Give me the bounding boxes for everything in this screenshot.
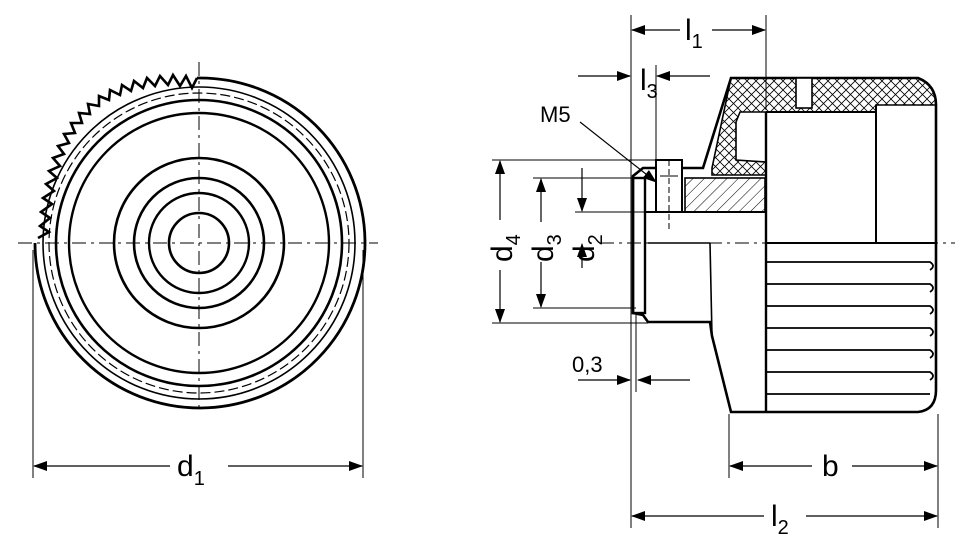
d4-label: d4	[486, 234, 525, 262]
lower-hub-vertical	[709, 242, 713, 337]
knurl-teeth	[37, 72, 199, 240]
d2-label: d2	[568, 234, 607, 262]
knob-body-outline	[631, 76, 938, 414]
clearance-label: 0,3	[572, 352, 603, 377]
top-slot	[795, 77, 813, 109]
plastic-section-top	[711, 77, 937, 176]
metal-insert-section	[684, 177, 766, 213]
m5-label: M5	[540, 102, 571, 127]
d1-label: d1	[177, 450, 205, 490]
outer-contour	[33, 76, 367, 410]
l3-label: l3	[640, 64, 658, 103]
b-label: b	[822, 450, 839, 483]
d3-label: d3	[527, 234, 566, 262]
set-screw	[655, 159, 683, 213]
m5-leader	[579, 121, 657, 183]
l2-label: l2	[771, 500, 789, 539]
knurl-grooves	[766, 261, 934, 395]
hub-circle	[112, 156, 286, 330]
front-shoulder	[631, 176, 647, 315]
shoulder-circle	[147, 191, 251, 295]
l1-label: l1	[685, 14, 703, 53]
side-view: l1 l3 M5 d4 d3 d2 0,3 b	[486, 14, 955, 539]
front-view: d1	[18, 62, 378, 490]
